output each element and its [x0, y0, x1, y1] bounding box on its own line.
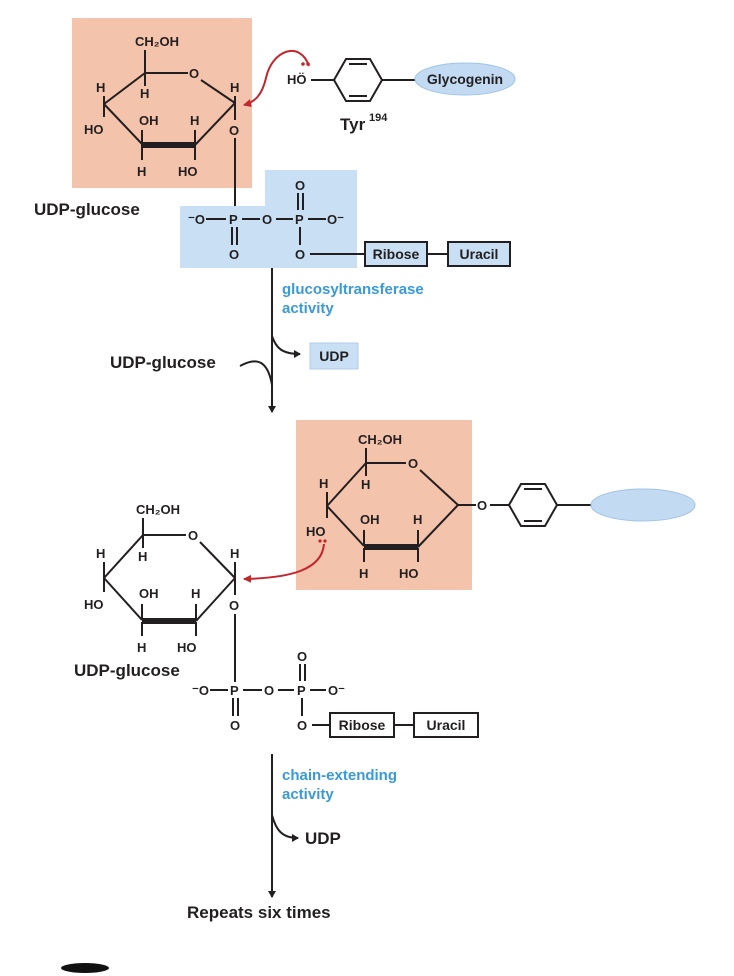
- oh-group: OH: [139, 113, 159, 128]
- h-atom: H: [191, 586, 200, 601]
- o-minus: ⁻O: [188, 212, 205, 227]
- double-bond-oxygen: O: [297, 649, 307, 664]
- ho-group: HO: [178, 164, 198, 179]
- h-atom: H: [190, 113, 199, 128]
- bridge-oxygen: O: [264, 683, 274, 698]
- udp-product-label-2: UDP: [305, 829, 341, 848]
- attached-glucose-molecule: CH₂OH O H H HO OH H H HO O: [306, 432, 592, 581]
- o-minus: O⁻: [328, 683, 345, 698]
- tyr-linkage-oxygen: O: [477, 498, 487, 513]
- h-atom: H: [140, 86, 149, 101]
- enzyme-label-activity-2: activity: [282, 786, 334, 803]
- h-atom: H: [319, 476, 328, 491]
- ch2oh-label: CH₂OH: [358, 432, 402, 447]
- h-atom: H: [137, 640, 146, 655]
- h-atom: H: [230, 80, 239, 95]
- h-atom: H: [361, 477, 370, 492]
- h-atom: H: [413, 512, 422, 527]
- ring-oxygen: O: [188, 528, 198, 543]
- phosphorus: P: [230, 683, 239, 698]
- enzyme-label-chain-extending: chain-extending: [282, 767, 397, 784]
- tyr-label: Tyr: [340, 115, 366, 134]
- oh-group: OH: [360, 512, 380, 527]
- udp-release-arrow-2: [271, 814, 299, 842]
- uracil-box-2: [413, 712, 479, 738]
- double-bond-oxygen: O: [295, 178, 305, 193]
- h-atom: H: [96, 80, 105, 95]
- nucleophilic-attack-arrow-2: [243, 543, 325, 583]
- phosphorus: P: [295, 212, 304, 227]
- ring-oxygen: O: [408, 456, 418, 471]
- glycogenin-protein-2: [590, 488, 696, 522]
- udp-product-box-1: [309, 342, 359, 370]
- phosphorus: P: [297, 683, 306, 698]
- tyr-superscript: 194: [369, 112, 388, 124]
- udp-product-label-1: UDP: [319, 348, 349, 364]
- ribose-box-1: [364, 241, 428, 267]
- bridge-oxygen: O: [262, 212, 272, 227]
- ho-group: HO: [399, 566, 419, 581]
- ribose-oxygen: O: [295, 247, 305, 262]
- h-atom: H: [96, 546, 105, 561]
- uracil-box-1: [447, 241, 511, 267]
- udp-glucose-label-2: UDP-glucose: [74, 661, 180, 680]
- nucleophilic-attack-arrow-1: [243, 49, 310, 108]
- uracil-label-1: Uracil: [460, 246, 499, 262]
- repeats-label: Repeats six times: [187, 903, 331, 922]
- o-minus: O⁻: [327, 212, 344, 227]
- glycosidic-oxygen: O: [229, 123, 239, 138]
- ribose-box-2: [329, 712, 395, 738]
- glucose-highlight-box: [72, 18, 252, 188]
- ho-group: HO: [177, 640, 197, 655]
- attached-glucose-highlight-box: [296, 420, 472, 590]
- ho-group: HO: [84, 122, 104, 137]
- udp-glucose-molecule-2: CH₂OH O H H HO OH H H HO H O: [84, 502, 239, 682]
- udp-release-arrow-1: [271, 335, 301, 358]
- ribose-label-2: Ribose: [339, 717, 386, 733]
- ribose-oxygen: O: [297, 718, 307, 733]
- udp-glucose-label-1: UDP-glucose: [34, 200, 140, 219]
- h-atom: H: [230, 546, 239, 561]
- ho-group: HO: [306, 524, 326, 539]
- glycogenin-protein: [414, 62, 516, 96]
- uracil-label-2: Uracil: [427, 717, 466, 733]
- udp-highlight-box: [180, 170, 357, 268]
- phosphorus: P: [229, 212, 238, 227]
- h-atom: H: [137, 164, 146, 179]
- udp-glucose-molecule-1: CH₂OH O H H HO OH H H HO H O: [84, 34, 239, 206]
- decorative-mark: [61, 963, 109, 973]
- glycosidic-oxygen: O: [229, 598, 239, 613]
- double-bond-oxygen: O: [229, 247, 239, 262]
- glycogenin-label: Glycogenin: [427, 71, 503, 87]
- double-bond-oxygen: O: [230, 718, 240, 733]
- udp-glucose-substrate-label: UDP-glucose: [110, 353, 216, 372]
- ch2oh-label: CH₂OH: [136, 502, 180, 517]
- tyrosine-residue: HÖ Tyr 194: [287, 58, 416, 134]
- diphosphate-group-2: ⁻O P O P O⁻ O O O: [192, 649, 345, 733]
- tyr-hydroxyl: HÖ: [287, 72, 307, 87]
- o-minus: ⁻O: [192, 683, 209, 698]
- ho-group: HO: [84, 597, 104, 612]
- oh-group: OH: [139, 586, 159, 601]
- ribose-label-1: Ribose: [373, 246, 420, 262]
- ring-oxygen: O: [189, 66, 199, 81]
- enzyme-label-glucosyltransferase: glucosyltransferase: [282, 281, 424, 298]
- h-atom: H: [359, 566, 368, 581]
- ch2oh-label: CH₂OH: [135, 34, 179, 49]
- h-atom: H: [138, 549, 147, 564]
- diphosphate-group-1: ⁻O P O P O⁻ O O O: [188, 178, 365, 262]
- substrate-entry-arrow: [239, 360, 273, 386]
- enzyme-label-activity-1: activity: [282, 300, 334, 317]
